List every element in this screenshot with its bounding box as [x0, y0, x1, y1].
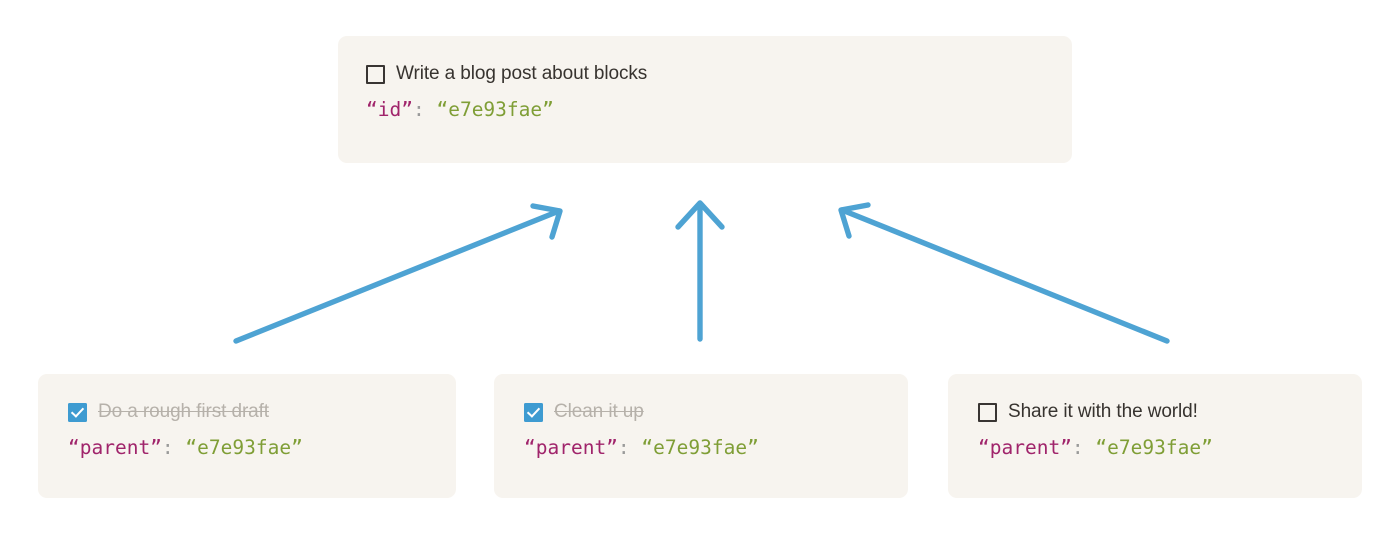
checkbox-checked-icon[interactable] [524, 402, 543, 422]
json-key: “parent” [978, 436, 1072, 459]
child-todo-line[interactable]: Clean it up [524, 400, 908, 424]
child-todo-label: Do a rough first draft [98, 401, 269, 422]
json-key: “parent” [68, 436, 162, 459]
json-key: “parent” [524, 436, 618, 459]
json-colon: : [161, 436, 174, 459]
checkbox-unchecked-icon[interactable] [978, 402, 997, 422]
child-todo-label: Share it with the world! [1008, 401, 1198, 422]
json-space [174, 436, 186, 459]
parent-json-line: “id”: “e7e93fae” [366, 97, 1072, 123]
arrow-from-left-child-to-parent [233, 203, 563, 344]
child-json-line: “parent”: “e7e93fae” [68, 435, 456, 461]
json-colon: : [617, 436, 630, 459]
child-block-card[interactable]: Clean it up “parent”: “e7e93fae” [494, 374, 908, 498]
child-json-line: “parent”: “e7e93fae” [978, 435, 1362, 461]
arrow-from-middle-child-to-parent [675, 200, 725, 342]
child-todo-label: Clean it up [554, 401, 644, 422]
json-colon: : [412, 98, 425, 121]
json-key: “id” [366, 98, 413, 121]
json-space [1084, 436, 1096, 459]
parent-block-card[interactable]: Write a blog post about blocks “id”: “e7… [338, 36, 1072, 163]
checkbox-unchecked-icon[interactable] [366, 64, 385, 84]
child-block-card[interactable]: Do a rough first draft “parent”: “e7e93f… [38, 374, 456, 498]
json-value: “e7e93fae” [1095, 436, 1213, 459]
child-todo-line[interactable]: Share it with the world! [978, 400, 1362, 424]
json-space [425, 98, 437, 121]
child-block-card[interactable]: Share it with the world! “parent”: “e7e9… [948, 374, 1362, 498]
json-value: “e7e93fae” [185, 436, 303, 459]
arrow-from-right-child-to-parent [838, 202, 1170, 344]
child-todo-line[interactable]: Do a rough first draft [68, 400, 456, 424]
json-colon: : [1071, 436, 1084, 459]
parent-todo-line[interactable]: Write a blog post about blocks [366, 62, 1072, 86]
child-json-line: “parent”: “e7e93fae” [524, 435, 908, 461]
json-value: “e7e93fae” [436, 98, 554, 121]
parent-todo-label: Write a blog post about blocks [396, 63, 648, 84]
json-value: “e7e93fae” [641, 436, 759, 459]
json-space [630, 436, 642, 459]
checkbox-checked-icon[interactable] [68, 402, 87, 422]
